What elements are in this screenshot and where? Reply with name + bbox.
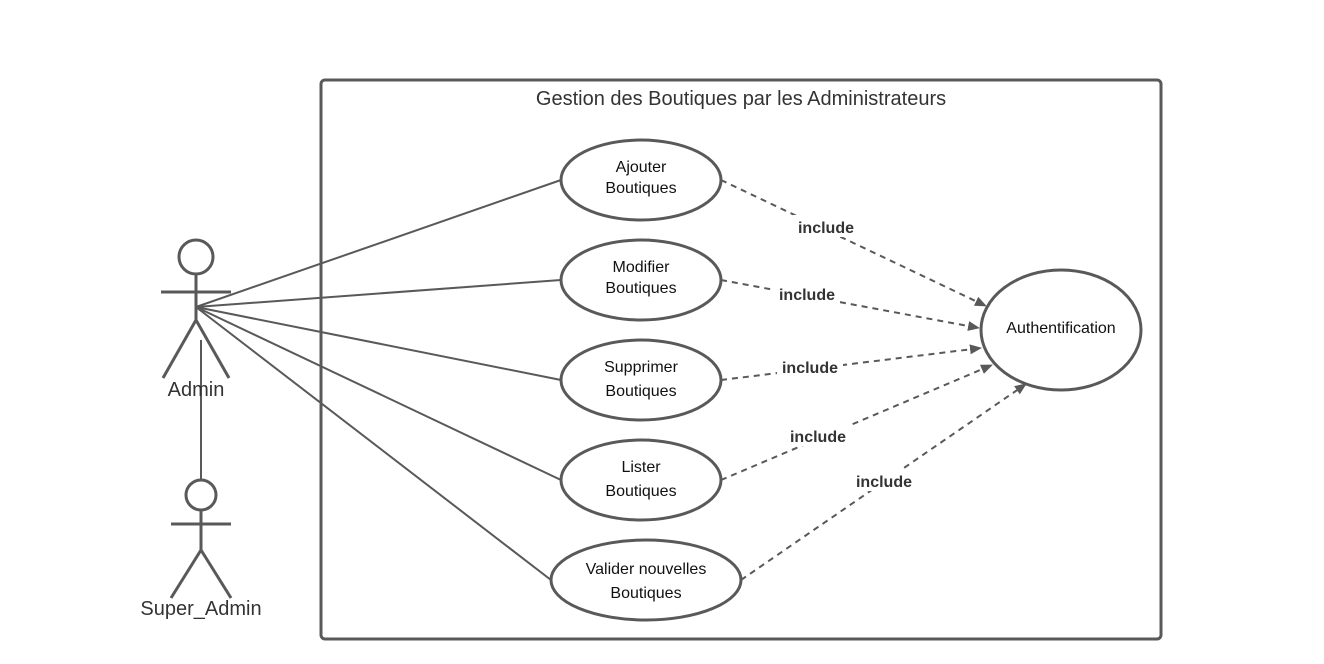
association-lister [195, 306, 562, 481]
association-valider [195, 306, 552, 581]
actor-super-admin-label: Super_Admin [140, 598, 261, 620]
system-boundary [319, 78, 1163, 641]
use-case-supprimer-line1: Supprimer [604, 359, 678, 376]
use-case-ajouter-line2: Boutiques [605, 180, 676, 197]
include-arrow-modifier [720, 279, 980, 331]
include-relations [720, 179, 1027, 581]
include-arrow-supprimer [720, 344, 982, 381]
actor-admin-left-leg [161, 319, 198, 379]
use-case-valider-line2: Boutiques [610, 585, 681, 602]
include-label-supprimer: include [782, 360, 838, 377]
include-arrow-ajouter [720, 179, 987, 307]
association-supprimer [195, 306, 562, 381]
use-case-lister-line2: Boutiques [605, 483, 676, 500]
use-case-lister-line1: Lister [621, 459, 661, 476]
actor-super-admin-head [184, 478, 218, 512]
use-case-authentification[interactable]: Authentification [979, 268, 1143, 392]
use-case-modifier-line1: Modifier [613, 259, 671, 276]
actor-admin[interactable] [161, 238, 231, 379]
include-label-modifier: include [779, 287, 835, 304]
association-modifier [195, 279, 562, 308]
use-case-ajouter-line1: Ajouter [616, 159, 667, 176]
use-case-valider[interactable]: Valider nouvelles Boutiques [549, 538, 743, 622]
use-case-modifier[interactable]: Modifier Boutiques [559, 238, 723, 322]
use-case-lister[interactable]: Lister Boutiques [559, 438, 723, 522]
actor-admin-label: Admin [168, 379, 225, 401]
include-label-ajouter: include [798, 220, 854, 237]
use-case-modifier-line2: Boutiques [605, 280, 676, 297]
use-case-supprimer[interactable]: Supprimer Boutiques [559, 338, 723, 422]
include-arrow-valider [740, 383, 1027, 581]
actor-admin-right-leg [194, 319, 231, 379]
use-case-valider-line1: Valider nouvelles [586, 561, 707, 578]
system-title: Gestion des Boutiques par les Administra… [536, 88, 946, 110]
actor-super-admin[interactable] [169, 478, 233, 599]
use-case-authentification-label: Authentification [1006, 320, 1115, 337]
use-case-supprimer-line2: Boutiques [605, 383, 676, 400]
use-case-ajouter[interactable]: Ajouter Boutiques [559, 138, 723, 222]
include-label-lister: include [790, 429, 846, 446]
include-label-valider: include [856, 474, 912, 491]
actor-admin-head [177, 238, 215, 276]
include-arrow-lister [720, 364, 993, 481]
include-labels: include include include include include [774, 215, 917, 491]
actor-super-admin-right-leg [199, 549, 233, 599]
association-ajouter [195, 179, 562, 308]
actor-super-admin-left-leg [169, 549, 203, 599]
associations [195, 179, 562, 581]
